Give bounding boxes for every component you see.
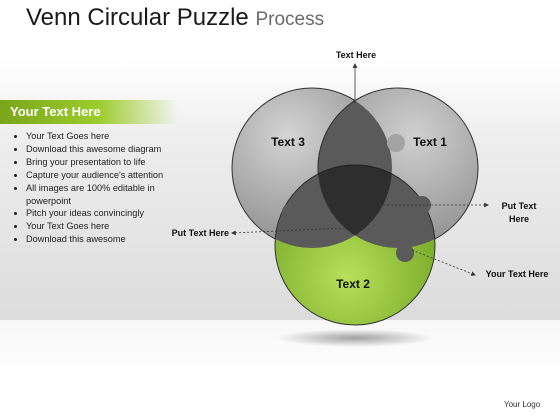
puzzle-tab-left: [282, 203, 300, 221]
circle-label-text-1: Text 1: [413, 135, 447, 149]
puzzle-notch-right: [387, 134, 405, 152]
circle-label-text-3: Text 3: [271, 135, 305, 149]
callout-label-right-2: Here: [509, 214, 529, 224]
callout-label-left: Put Text Here: [172, 228, 229, 238]
sidebar-heading: Your Text Here: [0, 100, 178, 124]
bullet-list: Your Text Goes here Download this awesom…: [8, 130, 176, 246]
footer-logo: Your Logo: [504, 400, 541, 409]
bullet-item: Pitch your ideas convincingly: [26, 207, 176, 220]
puzzle-tab-right: [413, 196, 431, 214]
callout-arrow-left: [231, 227, 346, 236]
title-subtitle: Process: [255, 9, 325, 30]
puzzle-notch-bottom: [396, 244, 414, 262]
bullet-item: Your Text Goes here: [26, 130, 176, 143]
bullet-item: Download this awesome diagram: [26, 143, 176, 156]
puzzle-tab-top: [346, 107, 364, 125]
title-main: Venn Circular Puzzle: [26, 4, 249, 31]
circle-label-text-2: Text 2: [336, 277, 370, 291]
bullet-item: Your Text Goes here: [26, 220, 176, 233]
bullet-item: Bring your presentation to life: [26, 156, 176, 169]
callout-label-bottom-right: Your Text Here: [486, 269, 549, 279]
callout-label-right-1: Put Text: [502, 201, 537, 211]
callout-label-top: Text Here: [336, 50, 376, 60]
bullet-item: All images are 100% editable in powerpoi…: [26, 182, 176, 208]
slide-title: Venn Circular Puzzle Process: [26, 4, 324, 32]
callout-arrow-bottom-right: [411, 249, 476, 276]
bullet-item: Download this awesome: [26, 233, 176, 246]
diagram-shadow: [277, 329, 433, 347]
bullet-item: Capture your audience's attention: [26, 169, 176, 182]
